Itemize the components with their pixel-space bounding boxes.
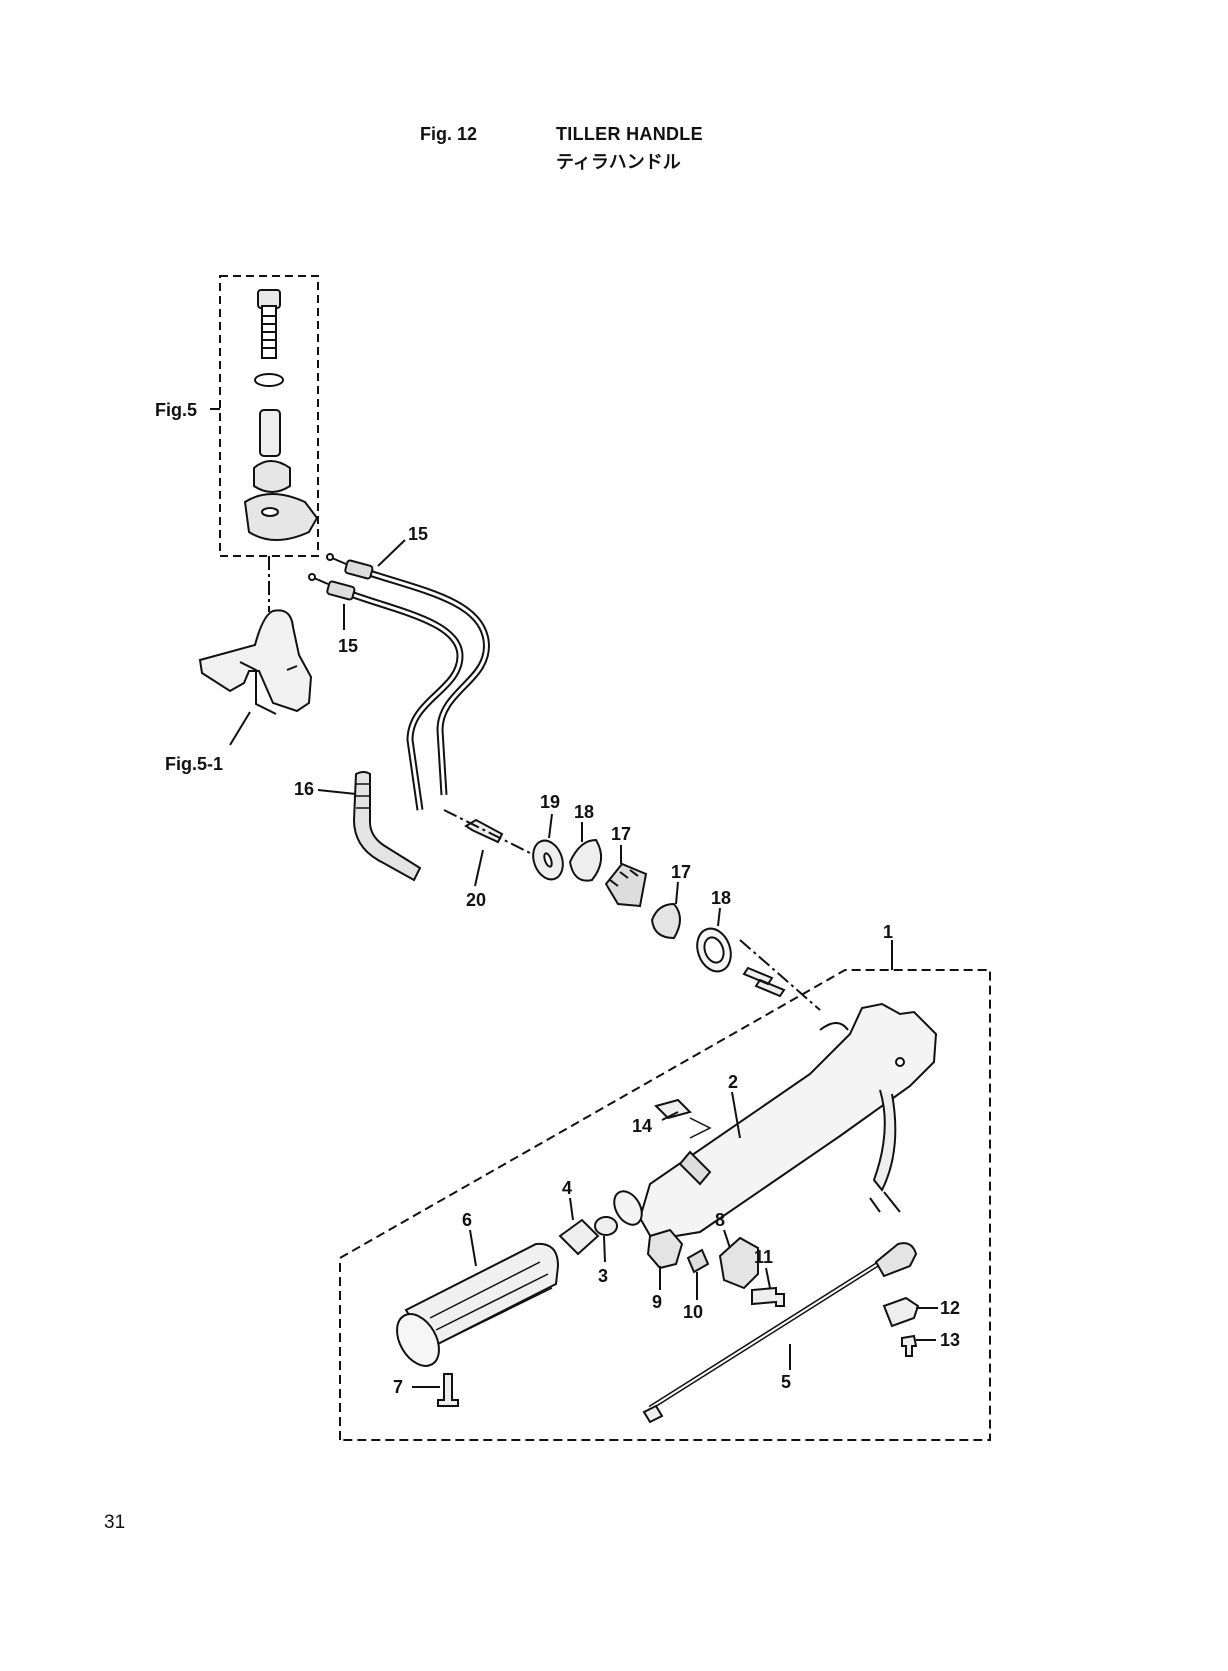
callout-17-left: 17	[611, 824, 631, 844]
part-6-grip	[396, 1242, 560, 1367]
throttle-cables	[308, 553, 490, 811]
figure-title-japanese: ティラハンドル	[556, 152, 681, 173]
callout-16: 16	[294, 779, 314, 799]
part-4-collar	[558, 1218, 600, 1256]
callout-11-leader	[765, 1267, 771, 1289]
callout-11: 11	[754, 1247, 773, 1267]
handle-assembly-box	[339, 969, 991, 1441]
callout-17-right: 17	[671, 862, 691, 882]
throttle-shaft-parts	[532, 838, 732, 973]
callout-1: 1	[883, 922, 893, 942]
part-13-screw	[901, 1334, 918, 1357]
part-9-friction-piece	[646, 1228, 684, 1270]
bracket-fig5-1	[198, 609, 313, 713]
figure-number: Fig. 12	[420, 124, 478, 144]
callout-6-leader	[469, 1229, 477, 1267]
callout-19-leader	[548, 813, 553, 839]
callout-5: 5	[781, 1372, 791, 1392]
callout-6: 6	[462, 1210, 472, 1230]
callout-3-leader	[603, 1235, 606, 1263]
part-8-knob	[718, 1236, 759, 1290]
callout-18-right: 18	[711, 888, 731, 908]
callout-15-lower: 15	[338, 636, 358, 656]
callout-14: 14	[632, 1116, 652, 1136]
part-7-screw	[437, 1373, 459, 1407]
callout-16-leader	[317, 789, 357, 795]
callout-8-leader	[723, 1229, 731, 1249]
fig5-1-reference-label: Fig.5-1	[165, 754, 223, 774]
callout-14-leader	[661, 1111, 679, 1121]
part-5-stop-rod	[642, 1242, 918, 1424]
callout-12: 12	[940, 1298, 960, 1318]
callout-2-leader	[731, 1091, 741, 1139]
callout-13: 13	[940, 1330, 960, 1350]
callout-20-leader	[474, 849, 484, 887]
part-10-spring	[686, 1248, 710, 1274]
part-16-hose	[352, 771, 422, 882]
figure-title-english: TILLER HANDLE	[556, 124, 703, 144]
callout-3: 3	[598, 1266, 608, 1286]
part-11-screw	[751, 1286, 785, 1307]
callout-20: 20	[466, 890, 486, 910]
callout-10: 10	[683, 1302, 703, 1322]
callout-18-left: 18	[574, 802, 594, 822]
callout-9: 9	[652, 1292, 662, 1312]
callout-18b-leader	[717, 907, 721, 927]
page-number: 31	[104, 1512, 126, 1533]
callout-4: 4	[562, 1178, 572, 1198]
callout-15-upper: 15	[408, 524, 428, 544]
tiller-handle-arm	[638, 1002, 938, 1248]
callout-19: 19	[540, 792, 560, 812]
callout-7: 7	[393, 1377, 403, 1397]
callout-4-leader	[569, 1197, 574, 1221]
callout-17b-leader	[675, 881, 679, 905]
fig5-reference-box	[219, 275, 319, 557]
part-3-washer	[594, 1216, 618, 1236]
callout-15a-leader	[377, 539, 406, 567]
fig5-reference-label: Fig.5	[155, 400, 197, 420]
fig5-1-leader	[229, 711, 251, 746]
callout-2: 2	[728, 1072, 738, 1092]
part-14-plate	[654, 1098, 692, 1120]
fig5-pivot-parts	[243, 289, 319, 612]
figure-header: Fig. 12 TILLER HANDLE ティラハンドル	[0, 124, 1228, 184]
callout-8: 8	[715, 1210, 725, 1230]
part-12-clip	[882, 1296, 920, 1328]
